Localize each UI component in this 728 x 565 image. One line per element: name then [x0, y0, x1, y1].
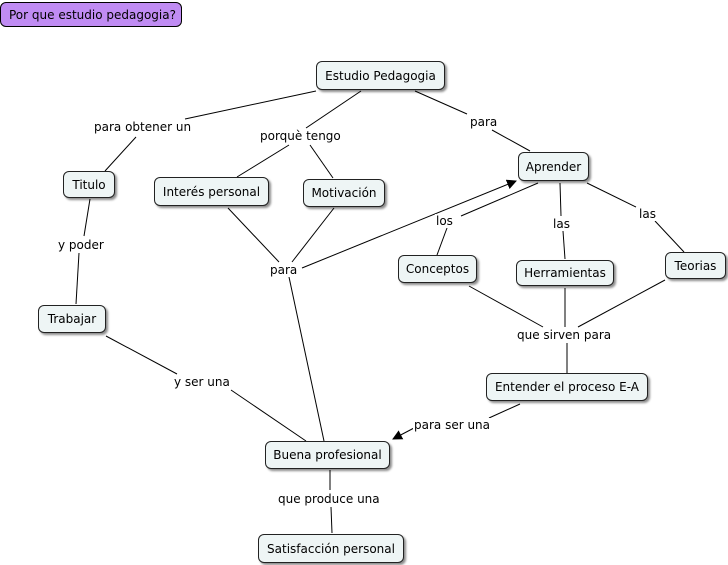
map-title: Por que estudio pedagogia? — [0, 2, 182, 27]
line-los-conceptos — [436, 227, 448, 256]
line-porque-interes — [236, 144, 290, 178]
line-entender-paraser — [488, 403, 521, 419]
link-para-obtener-un: para obtener un — [93, 120, 193, 134]
line-estudio-para-obtener — [184, 90, 317, 120]
line-trabajar-yser — [105, 335, 178, 375]
node-titulo[interactable]: Titulo — [63, 171, 115, 198]
link-para-top: para — [469, 115, 499, 129]
link-las-herramientas: las — [552, 217, 571, 231]
line-para-aprender-arrow — [301, 179, 517, 269]
node-buena-profesional[interactable]: Buena profesional — [265, 441, 390, 469]
line-yser-buena — [230, 389, 307, 442]
node-entender-proceso[interactable]: Entender el proceso E-A — [486, 373, 648, 401]
line-interes-para — [227, 207, 280, 263]
line-las1-herramientas — [562, 230, 566, 260]
line-para-aprender — [491, 129, 531, 152]
line-conceptos-sirven — [468, 285, 544, 328]
node-herramientas[interactable]: Herramientas — [516, 260, 614, 286]
line-para-buena — [288, 276, 325, 442]
line-titulo-ypoder — [83, 198, 91, 237]
link-que-sirven-para: que sirven para — [516, 328, 613, 342]
line-teorias-sirven — [577, 279, 666, 328]
line-aprender-las1 — [559, 182, 562, 217]
node-aprender[interactable]: Aprender — [518, 152, 589, 181]
line-aprender-las2 — [586, 182, 637, 208]
link-que-produce-una: que produce una — [277, 492, 381, 506]
line-estudio-para — [414, 90, 468, 115]
link-y-poder: y poder — [57, 238, 105, 252]
node-motivacion[interactable]: Motivación — [303, 179, 385, 207]
link-porque-tengo: porquè tengo — [259, 129, 342, 143]
line-las2-teorias — [654, 220, 685, 253]
line-estudio-porque — [305, 90, 362, 129]
line-paraser-buena — [392, 427, 415, 440]
link-para-middle: para — [269, 263, 299, 277]
node-teorias[interactable]: Teorias — [665, 252, 726, 279]
link-las-teorias: las — [638, 207, 657, 221]
node-satisfaccion-personal[interactable]: Satisfacción personal — [258, 534, 404, 563]
node-interes-personal[interactable]: Interés personal — [154, 177, 269, 206]
line-para-obtener-titulo — [104, 136, 137, 172]
line-ypoder-trabajar — [75, 252, 80, 305]
link-y-ser-una: y ser una — [173, 375, 231, 389]
line-produce-satisfaccion — [330, 506, 333, 534]
node-conceptos[interactable]: Conceptos — [398, 255, 477, 283]
node-estudio-pedagogia[interactable]: Estudio Pedagogia — [316, 61, 445, 90]
link-los: los — [435, 214, 454, 228]
line-aprender-los — [460, 182, 539, 217]
node-trabajar[interactable]: Trabajar — [38, 305, 106, 333]
line-porque-motivacion — [309, 144, 334, 179]
line-motivacion-para — [291, 207, 335, 263]
link-para-ser-una: para ser una — [413, 418, 492, 432]
